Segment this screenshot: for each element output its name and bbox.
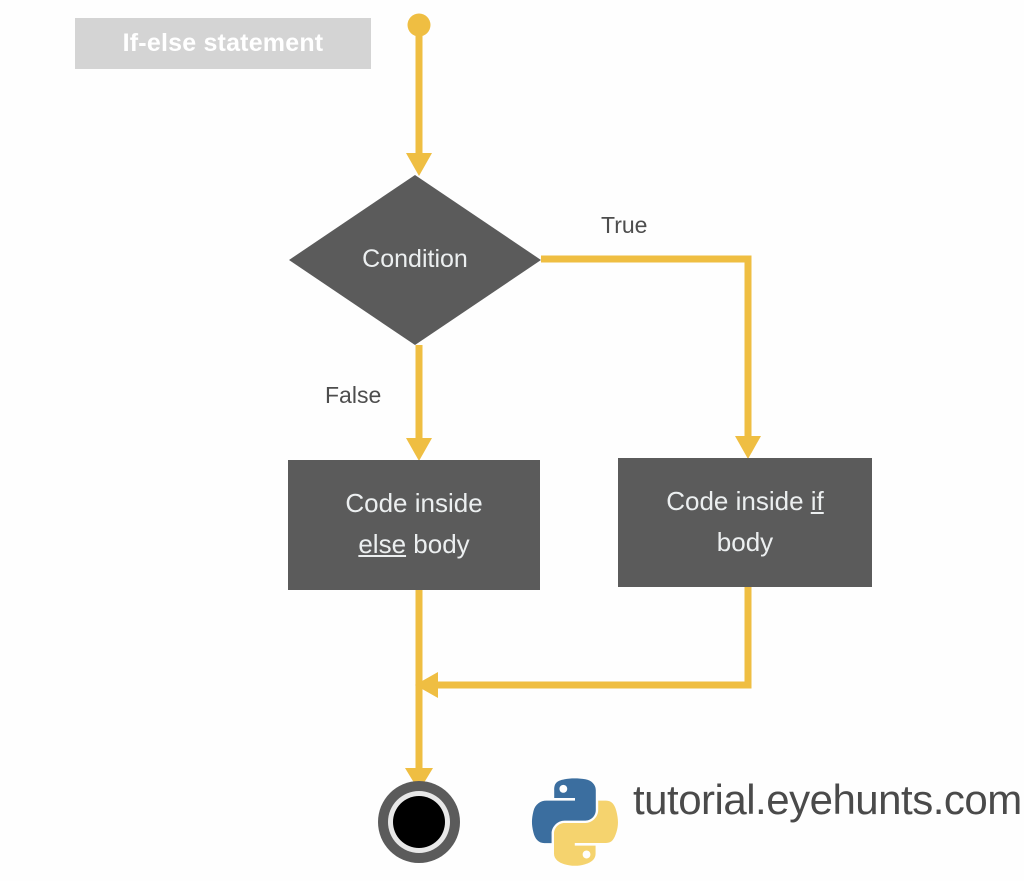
edge-condition-true: [541, 255, 761, 459]
edge-start-to-condition: [406, 25, 432, 176]
else-body-node: [288, 460, 540, 590]
brand-footer: tutorial.eyehunts.com: [533, 776, 1022, 824]
if-body-node: [618, 458, 872, 587]
page-title: If-else statement: [122, 29, 324, 57]
edge-label-true: True: [601, 212, 648, 238]
diagram-title-chip: If-else statement: [75, 18, 371, 69]
edge-condition-false: [406, 345, 432, 461]
python-logo: [531, 778, 618, 866]
edge-elsebody-to-end: [405, 590, 433, 791]
end-node: [378, 781, 460, 863]
edge-label-false: False: [325, 382, 382, 408]
brand-url-text: tutorial.eyehunts.com: [633, 776, 1022, 823]
edge-ifbody-to-merge: [415, 587, 752, 698]
condition-node: [289, 175, 541, 345]
